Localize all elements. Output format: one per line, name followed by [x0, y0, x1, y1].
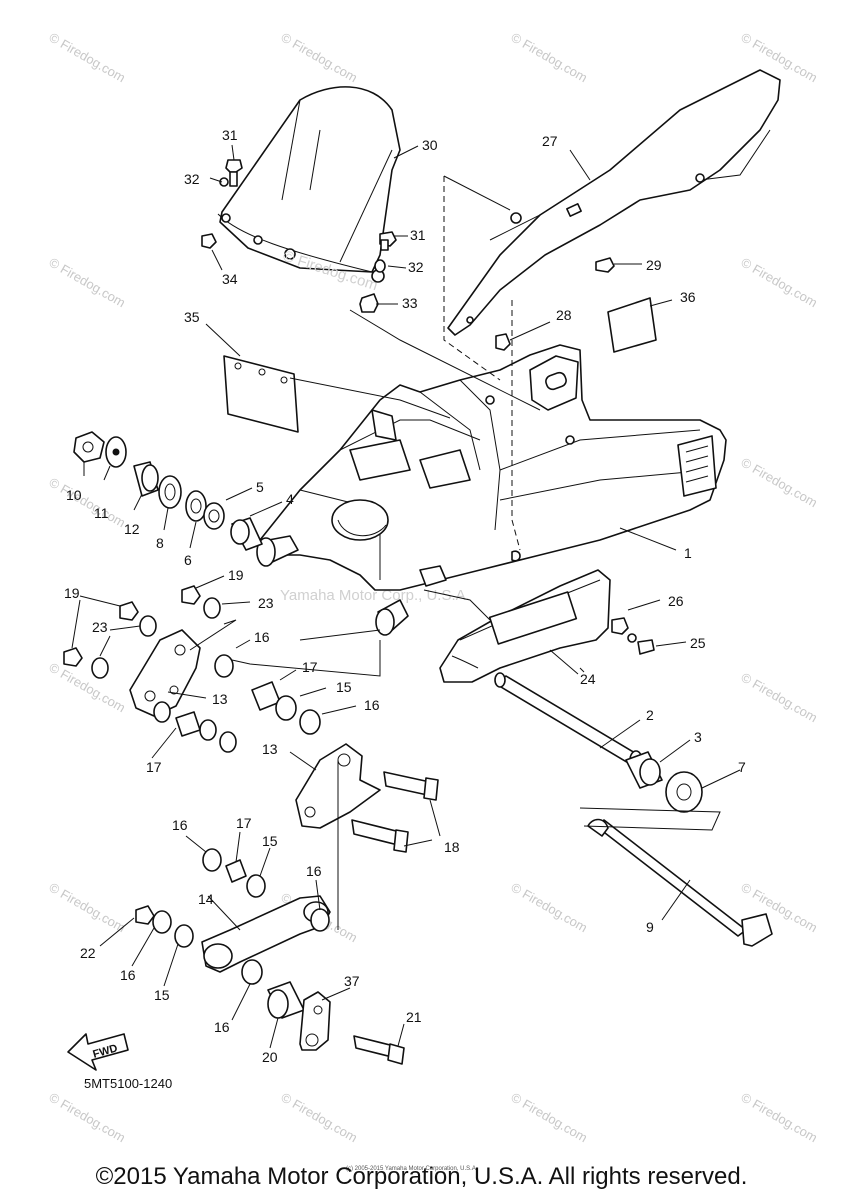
callout-label: 24 [580, 671, 596, 687]
watermark: © Firedog.com [739, 455, 821, 511]
leader-lines [71, 144, 741, 1049]
watermark: © Firedog.com [739, 255, 821, 311]
callout-label: 37 [344, 973, 360, 989]
callout-label: 20 [262, 1049, 278, 1065]
callout-label: 35 [184, 309, 200, 325]
callout-label: 2 [646, 707, 654, 723]
watermark: © Firedog.com [279, 1090, 361, 1146]
callout-label: 22 [80, 945, 96, 961]
chain-case [447, 69, 781, 353]
callout-label: 32 [184, 171, 200, 187]
callout-label: 23 [92, 619, 108, 635]
watermark: © Firedog.com [47, 255, 129, 311]
callout-label: 13 [262, 741, 278, 757]
callout-label: 16 [306, 863, 322, 879]
callout-label: 19 [228, 567, 244, 583]
callout-label: 3 [694, 729, 702, 745]
lower-relay-arm [295, 743, 439, 853]
callout-label: 21 [406, 1009, 422, 1025]
callout-label: 4 [286, 491, 294, 507]
diagram-code: 5MT5100-1240 [84, 1076, 172, 1091]
callout-label: 18 [444, 839, 460, 855]
callout-label: 31 [410, 227, 426, 243]
chain-slider [439, 569, 611, 683]
guard-plate [223, 355, 299, 433]
tiny-notice: (c) 2005-2015 Yamaha Motor Corporation, … [346, 1166, 478, 1172]
callout-label: 11 [94, 505, 109, 521]
callout-label: 17 [236, 815, 252, 831]
watermark: © Firedog.com [279, 30, 361, 86]
watermark: © Firedog.com [739, 670, 821, 726]
pivot-hardware [73, 431, 263, 551]
watermark: © Firedog.com [47, 1090, 129, 1146]
callout-label: 12 [124, 521, 140, 537]
watermark-layer: © Firedog.com © Firedog.com © Firedog.co… [47, 30, 821, 1146]
callout-label: 10 [66, 487, 82, 503]
callout-label: 16 [214, 1019, 230, 1035]
rear-fender: © Firedog.com [217, 86, 401, 294]
label-plate [607, 297, 657, 353]
center-watermark: Yamaha Motor Corp., U.S.A. [280, 587, 470, 604]
callout-label: 7 [738, 759, 746, 775]
copyright-notice: ©2015 Yamaha Motor Corporation, U.S.A. A… [95, 1163, 748, 1190]
callout-label: 16 [172, 817, 188, 833]
fwd-arrow: FWD [67, 1033, 129, 1071]
pivot-parts [494, 672, 773, 947]
callout-label: 27 [542, 133, 558, 149]
slider-fasteners [611, 617, 655, 655]
callout-label: 33 [402, 295, 418, 311]
callout-label: 16 [364, 697, 380, 713]
watermark: © Firedog.com [509, 30, 591, 86]
watermark: © Firedog.com [47, 880, 129, 936]
callout-label: 36 [680, 289, 696, 305]
callout-label: 5 [256, 479, 264, 495]
callout-label: 30 [422, 137, 438, 153]
callout-label: 19 [64, 585, 80, 601]
callout-label: 15 [154, 987, 170, 1003]
callout-label: 26 [668, 593, 684, 609]
callout-label: 31 [222, 127, 238, 143]
watermark: © Firedog.com [47, 475, 129, 531]
callout-label: 6 [184, 552, 192, 568]
callout-label: 25 [690, 635, 706, 651]
reference-lines [189, 175, 721, 930]
callout-label: 23 [258, 595, 274, 611]
callout-label: 9 [646, 919, 654, 935]
watermark: © Firedog.com [509, 1090, 591, 1146]
callout-label: 1 [684, 545, 692, 561]
callout-label: 28 [556, 307, 572, 323]
fender-fasteners [201, 159, 397, 313]
callout-label: 15 [336, 679, 352, 695]
callout-label: 16 [254, 629, 270, 645]
callout-label: 16 [120, 967, 136, 983]
watermark: © Firedog.com [47, 30, 129, 86]
callout-label: 17 [146, 759, 162, 775]
upper-relay-arm [63, 585, 321, 753]
callout-label: 13 [212, 691, 228, 707]
watermark: © Firedog.com [739, 1090, 821, 1146]
callout-labels: 1 2 3 4 5 6 7 8 9 10 11 12 13 13 14 15 1… [64, 127, 746, 1065]
callout-label: 17 [302, 659, 318, 675]
connecting-rod [135, 848, 405, 1065]
swingarm [256, 344, 727, 636]
callout-label: 15 [262, 833, 278, 849]
watermark: © Firedog.com [47, 660, 129, 716]
callout-label: 34 [222, 271, 238, 287]
callout-label: 32 [408, 259, 424, 275]
callout-label: 29 [646, 257, 662, 273]
callout-label: 8 [156, 535, 164, 551]
watermark: © Firedog.com [509, 880, 591, 936]
callout-label: 14 [198, 891, 214, 907]
